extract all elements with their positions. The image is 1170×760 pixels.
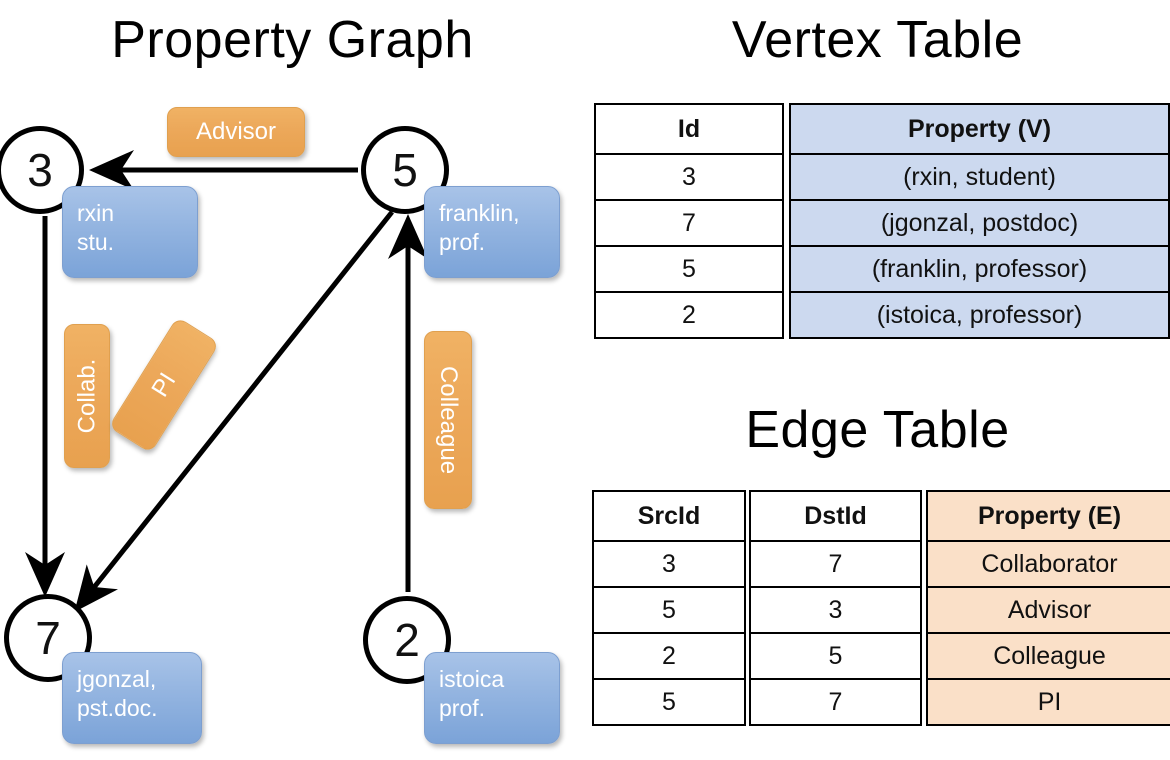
edge-table-cell-srcid: 3 xyxy=(592,540,746,588)
edge-table-cell-property: Colleague xyxy=(926,632,1170,680)
edge-table-dstid-column: DstId 7 3 5 7 xyxy=(749,490,922,726)
vertex-table-cell-id: 7 xyxy=(594,199,784,247)
vertex-property-box-3: rxin stu. xyxy=(62,186,198,278)
vertex-table-header-id: Id xyxy=(594,103,784,155)
table-header-row: Property (V) xyxy=(789,103,1170,155)
table-row[interactable]: (franklin, professor) xyxy=(789,245,1170,293)
edge-table-header-dstid: DstId xyxy=(749,490,922,542)
table-row[interactable]: 3 xyxy=(594,153,784,201)
table-row[interactable]: (rxin, student) xyxy=(789,153,1170,201)
table-row[interactable]: 7 xyxy=(749,678,922,726)
vertex-table-cell-property: (istoica, professor) xyxy=(789,291,1170,339)
table-row[interactable]: 7 xyxy=(594,199,784,247)
edge-table-cell-srcid: 2 xyxy=(592,632,746,680)
edge-label-collab-text: Collab. xyxy=(73,358,100,434)
edge-label-collab: Collab. xyxy=(64,324,110,468)
edge-table-cell-dstid: 3 xyxy=(749,586,922,634)
edge-table-property-column: Property (E) Collaborator Advisor Collea… xyxy=(926,490,1170,726)
table-row[interactable]: 2 xyxy=(592,632,746,680)
table-header-row: DstId xyxy=(749,490,922,542)
table-row[interactable]: 5 xyxy=(592,678,746,726)
table-header-row: SrcId xyxy=(592,490,746,542)
vertex-property-box-2: istoica prof. xyxy=(424,652,560,744)
vertex-table-property-column: Property (V) (rxin, student) (jgonzal, p… xyxy=(789,103,1170,339)
edge-label-advisor: Advisor xyxy=(167,107,305,157)
table-row[interactable]: (jgonzal, postdoc) xyxy=(789,199,1170,247)
graph-node-2-label: 2 xyxy=(394,614,420,666)
edge-table-cell-srcid: 5 xyxy=(592,586,746,634)
table-row[interactable]: 3 xyxy=(592,540,746,588)
vertex-table-header-property: Property (V) xyxy=(789,103,1170,155)
edge-table-cell-dstid: 7 xyxy=(749,678,922,726)
vertex-table-cell-id: 3 xyxy=(594,153,784,201)
edge-label-colleague-text: Colleague xyxy=(435,365,462,475)
table-row[interactable]: 5 xyxy=(749,632,922,680)
graph-node-5-label: 5 xyxy=(392,144,418,196)
graph-edges xyxy=(25,150,428,613)
edge-table-cell-property: Collaborator xyxy=(926,540,1170,588)
table-row[interactable]: (istoica, professor) xyxy=(789,291,1170,339)
edge-table: SrcId 3 5 2 5 DstId 7 xyxy=(592,490,1170,726)
edge-5-to-7-pi xyxy=(74,210,394,613)
vertex-property-box-5-line2: prof. xyxy=(439,229,486,255)
page-title-edge-table: Edge Table xyxy=(745,401,1010,459)
edge-table-cell-dstid: 5 xyxy=(749,632,922,680)
edge-table-header-srcid: SrcId xyxy=(592,490,746,542)
vertex-table-cell-property: (jgonzal, postdoc) xyxy=(789,199,1170,247)
edge-label-advisor-text: Advisor xyxy=(195,118,277,145)
vertex-table-cell-property: (rxin, student) xyxy=(789,153,1170,201)
property-graph-panel: Property Graph 3 5 7 2 rxin stu. frankli… xyxy=(0,11,560,744)
graph-node-2[interactable]: 2 xyxy=(363,596,451,684)
graph-node-3-label: 3 xyxy=(27,144,53,196)
table-header-row: Property (E) xyxy=(926,490,1170,542)
table-row[interactable]: 5 xyxy=(594,245,784,293)
vertex-table-id-column: Id 3 7 5 2 xyxy=(594,103,784,339)
table-row[interactable]: Advisor xyxy=(926,586,1170,634)
graph-node-7-label: 7 xyxy=(35,612,61,664)
vertex-property-box-7-line1: jgonzal, xyxy=(77,666,157,692)
edge-label-pi-text: PI xyxy=(146,367,182,402)
table-row[interactable]: Colleague xyxy=(926,632,1170,680)
vertex-property-box-3-line1: rxin xyxy=(77,200,115,226)
graph-node-5[interactable]: 5 xyxy=(361,126,449,214)
vertex-table: Id 3 7 5 2 Property (V) (rxin, xyxy=(594,103,1170,339)
vertex-property-box-5: franklin, prof. xyxy=(424,186,560,278)
edge-table-cell-srcid: 5 xyxy=(592,678,746,726)
edge-table-header-property: Property (E) xyxy=(926,490,1170,542)
vertex-table-cell-property: (franklin, professor) xyxy=(789,245,1170,293)
edge-table-cell-property: PI xyxy=(926,678,1170,726)
vertex-table-cell-id: 5 xyxy=(594,245,784,293)
table-header-row: Id xyxy=(594,103,784,155)
edge-label-colleague: Colleague xyxy=(424,331,472,509)
edge-table-cell-dstid: 7 xyxy=(749,540,922,588)
vertex-property-box-7: jgonzal, pst.doc. xyxy=(62,652,202,744)
table-row[interactable]: 3 xyxy=(749,586,922,634)
vertex-property-box-7-line2: pst.doc. xyxy=(77,695,158,721)
vertex-table-cell-id: 2 xyxy=(594,291,784,339)
table-row[interactable]: Collaborator xyxy=(926,540,1170,588)
table-row[interactable]: PI xyxy=(926,678,1170,726)
edge-table-cell-property: Advisor xyxy=(926,586,1170,634)
page-title-vertex-table: Vertex Table xyxy=(731,11,1024,69)
table-row[interactable]: 5 xyxy=(592,586,746,634)
vertex-property-box-2-line1: istoica xyxy=(439,666,505,692)
edge-table-srcid-column: SrcId 3 5 2 5 xyxy=(592,490,746,726)
page-title-property-graph: Property Graph xyxy=(111,11,474,69)
vertex-property-box-5-line1: franklin, xyxy=(439,200,520,226)
table-row[interactable]: 2 xyxy=(594,291,784,339)
vertex-property-box-3-line2: stu. xyxy=(77,229,115,255)
vertex-property-box-2-line2: prof. xyxy=(439,695,486,721)
table-row[interactable]: 7 xyxy=(749,540,922,588)
